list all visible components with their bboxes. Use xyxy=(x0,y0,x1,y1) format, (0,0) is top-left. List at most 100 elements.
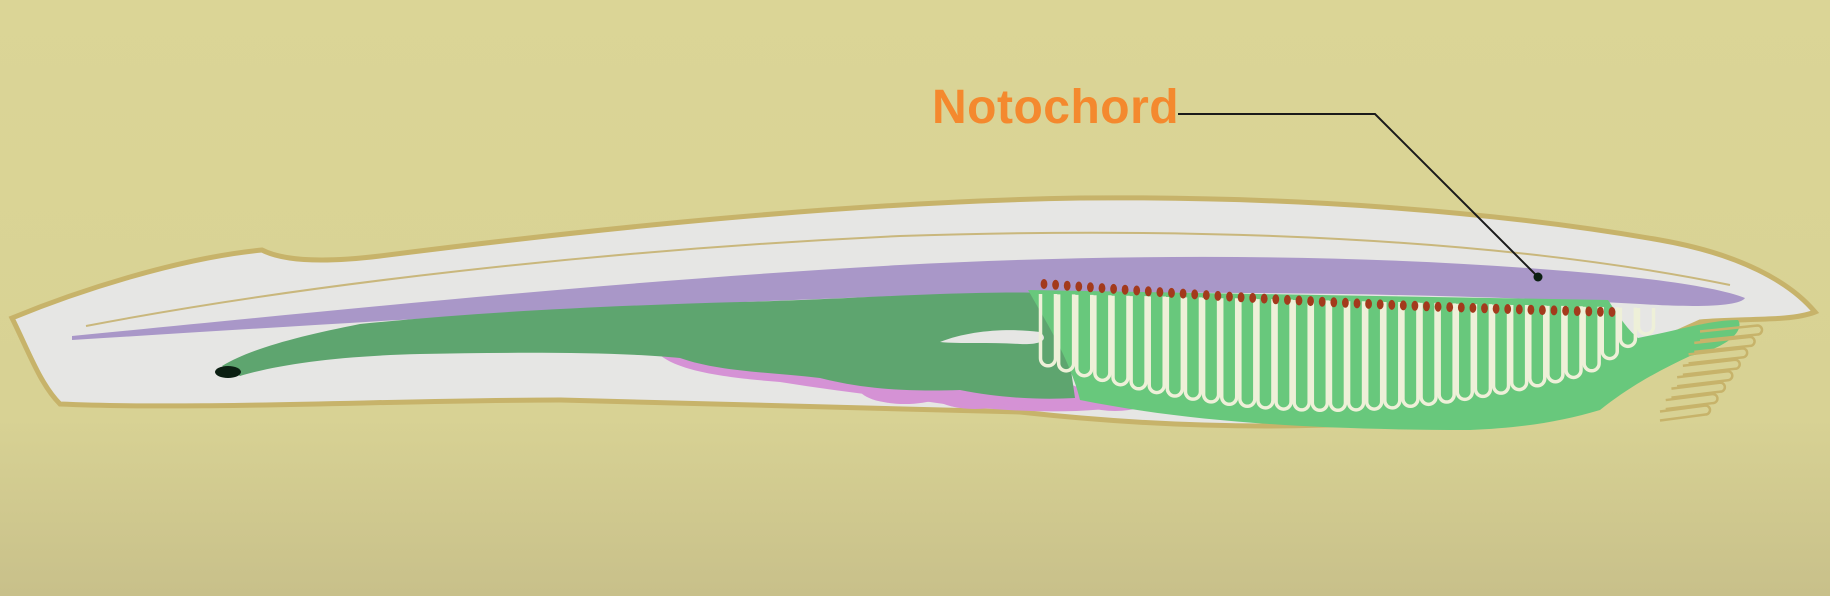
gill-slit xyxy=(1546,305,1565,384)
gill-bar-dot xyxy=(1481,303,1488,314)
tail-fin-ray xyxy=(1699,324,1764,342)
gill-bar-dot xyxy=(1191,289,1199,300)
gill-bar-dot xyxy=(1342,297,1349,308)
tail-fin-ray xyxy=(1659,404,1712,422)
gill-bar-dot xyxy=(1307,296,1314,307)
gill-slit xyxy=(1074,294,1094,378)
gill-slit xyxy=(1056,294,1076,373)
gill-slit xyxy=(1328,300,1348,412)
gill-bar-dot xyxy=(1237,292,1245,303)
tail-fin-ray xyxy=(1671,381,1727,399)
gill-slit xyxy=(1491,304,1511,395)
gill-slit xyxy=(1582,306,1601,373)
gill-bar-dot xyxy=(1504,304,1512,314)
tail-fin-ray xyxy=(1694,335,1756,354)
gill-slit xyxy=(1147,296,1166,395)
gill-bar-dot xyxy=(1457,302,1465,313)
gill-bar-dot xyxy=(1365,298,1372,309)
gill-bar-dot xyxy=(1434,301,1442,312)
gill-slit xyxy=(1256,299,1275,410)
gill-slit xyxy=(1165,296,1185,398)
gill-slit xyxy=(1129,296,1148,391)
tail-fin-ray xyxy=(1682,358,1741,377)
gill-bar-dot xyxy=(1573,306,1581,317)
gill-slit xyxy=(1473,304,1493,399)
gill-bar-dot xyxy=(1399,300,1407,311)
gill-slit xyxy=(1219,298,1239,406)
gill-bar-dot xyxy=(1075,281,1083,292)
gill-bar-dot xyxy=(1562,305,1569,316)
gill-bar-dot xyxy=(1608,307,1616,317)
gill-bar-dot xyxy=(1469,302,1477,313)
gill-bar-dot xyxy=(1376,299,1384,310)
gill-slit xyxy=(1364,301,1384,411)
tail-fin-ray xyxy=(1688,347,1749,365)
gill-slit xyxy=(1636,308,1656,336)
gill-bar-dot xyxy=(1121,284,1129,295)
gill-slit xyxy=(1401,302,1420,408)
gill-bar-dot xyxy=(1110,283,1117,294)
gill-bar-dot xyxy=(1087,282,1094,293)
gill-bar-dot xyxy=(1168,287,1175,298)
gill-slit xyxy=(1274,299,1293,411)
gill-slit xyxy=(1038,294,1058,368)
gill-slit xyxy=(1093,295,1112,383)
gill-bar-dot xyxy=(1226,291,1233,302)
gill-bar-dot xyxy=(1063,280,1071,291)
gill-bar-dot xyxy=(1446,302,1454,313)
gill-slit xyxy=(1528,305,1547,388)
gill-bar-dot xyxy=(1272,294,1280,305)
gill-bar-dot xyxy=(1330,297,1338,308)
gill-bar-dot xyxy=(1040,279,1048,289)
gill-bar-dot xyxy=(1202,290,1210,301)
gill-bar-dot xyxy=(1098,283,1106,294)
gill-bar-dot xyxy=(1388,299,1396,310)
gill-slit xyxy=(1111,295,1130,387)
gill-slit xyxy=(1455,303,1475,402)
gill-bar-dot xyxy=(1179,288,1187,299)
gill-bar-dot xyxy=(1249,292,1257,303)
gut xyxy=(222,292,1075,399)
gill-slit xyxy=(1238,298,1257,408)
gill-slit xyxy=(1310,300,1330,412)
dorsal-fin-line xyxy=(85,231,1731,327)
gill-slit xyxy=(1600,307,1620,361)
gill-bar-dot xyxy=(1144,286,1152,297)
gill-slit xyxy=(1618,307,1638,349)
gill-bar-dot xyxy=(1585,306,1593,317)
leader-line xyxy=(1178,113,1539,278)
gill-bar-dot xyxy=(1527,304,1535,315)
leader-line-endpoint xyxy=(1533,272,1543,282)
gill-bar-dot xyxy=(1214,290,1222,301)
tail-fringe xyxy=(1659,324,1764,422)
gill-slit xyxy=(1564,306,1583,380)
gill-slit xyxy=(1509,305,1529,392)
gill-bar-dot xyxy=(1052,279,1059,290)
notochord-label: Notochord xyxy=(932,81,1180,134)
gill-bar-dot xyxy=(1492,303,1500,314)
tail-fin-ray xyxy=(1676,369,1734,388)
notochord xyxy=(72,256,1745,340)
tail-fin-ray xyxy=(1665,392,1719,411)
gill-slit xyxy=(1419,302,1438,407)
mouth-dot xyxy=(215,366,241,378)
gill-slit xyxy=(1383,302,1402,410)
gill-bar-dot xyxy=(1539,305,1546,316)
gill-bar-dot xyxy=(1515,304,1523,315)
gill-slit xyxy=(1292,299,1311,412)
gill-bar-dot xyxy=(1295,295,1303,306)
gill-bar-dot xyxy=(1550,305,1558,316)
gill-bar-dot xyxy=(1318,296,1326,307)
gill-bar-dot xyxy=(1133,285,1141,296)
gill-slit xyxy=(1183,297,1203,401)
gill-bar-dot xyxy=(1423,301,1430,312)
gill-slits xyxy=(1038,294,1656,412)
gill-bar-dot xyxy=(1260,293,1268,304)
gill-bar-dot xyxy=(1156,287,1164,298)
gill-slit xyxy=(1201,297,1221,404)
gill-bar-dot xyxy=(1353,298,1361,309)
gill-bar-dot xyxy=(1597,306,1604,317)
gill-slit xyxy=(1437,303,1456,404)
gill-slit xyxy=(1346,301,1366,412)
